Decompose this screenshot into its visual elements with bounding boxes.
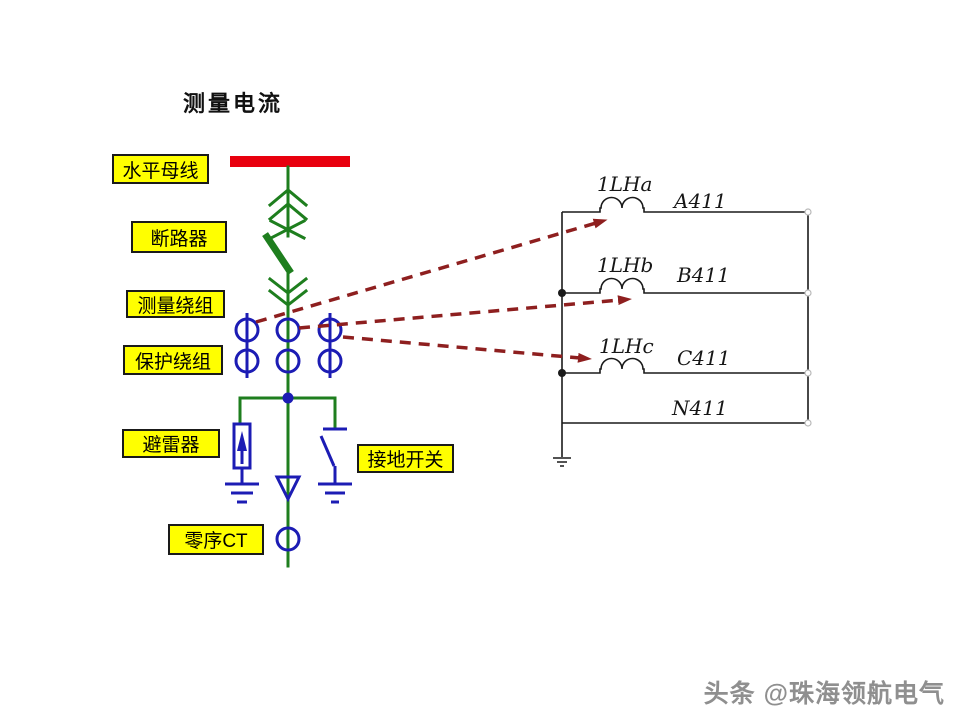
label-breaker: 断路器 (131, 221, 227, 253)
ground-icon (553, 457, 571, 467)
ct-name-1lha: 1LHa (597, 172, 653, 196)
ct-name-1lhb: 1LHb (597, 253, 654, 277)
protection-ct-circle (317, 348, 343, 374)
phase-b-wire (562, 277, 808, 294)
earth-switch-symbol (318, 427, 352, 504)
label-measuring-winding: 测量绕组 (126, 290, 225, 318)
annotation-arrows (255, 218, 632, 363)
ground-icon (225, 482, 259, 504)
ct-secondary-circuit (553, 196, 812, 467)
label-zero-sequence-ct: 零序CT (168, 524, 264, 555)
busbar-symbol (230, 156, 350, 167)
zero-sequence-ct-symbol (275, 526, 301, 552)
protection-ct-circle (234, 348, 260, 374)
terminal-circle (804, 369, 812, 377)
phase-c-wire (562, 357, 808, 374)
measuring-ct-circle (275, 317, 301, 343)
arrester-symbol (225, 422, 259, 504)
ct-name-1lhc: 1LHc (599, 334, 654, 358)
terminal-circle (804, 208, 812, 216)
circuit-breaker-symbol (262, 188, 309, 307)
phase-a-wire (562, 196, 808, 213)
label-arrester: 避雷器 (122, 429, 220, 458)
measuring-ct-circle (317, 317, 343, 343)
wire-label-b411: B411 (677, 263, 730, 287)
ct-winding-symbols (234, 313, 343, 378)
page-title: 测量电流 (183, 91, 284, 116)
wire-label-c411: C411 (677, 346, 731, 370)
arrow-to-phase-b (298, 295, 632, 330)
label-protection-winding: 保护绕组 (123, 345, 223, 375)
junction-dot (282, 392, 294, 404)
label-earth-switch: 接地开关 (357, 444, 454, 473)
label-busbar: 水平母线 (112, 154, 209, 184)
arrow-to-phase-a (255, 218, 608, 324)
branch-tee (238, 392, 337, 431)
terminal-circle (804, 289, 812, 297)
measuring-ct-circle (234, 317, 260, 343)
junction-dot (558, 289, 566, 297)
junction-dot (558, 369, 566, 377)
wire-label-n411: N411 (672, 396, 728, 420)
terminal-circle (804, 419, 812, 427)
cable-termination-symbol (274, 475, 302, 503)
arrow-to-phase-c (342, 335, 592, 363)
ground-icon (318, 482, 352, 504)
protection-ct-circle (275, 348, 301, 374)
wire-label-a411: A411 (674, 189, 727, 213)
watermark-text: 头条 @珠海领航电气 (703, 680, 945, 708)
